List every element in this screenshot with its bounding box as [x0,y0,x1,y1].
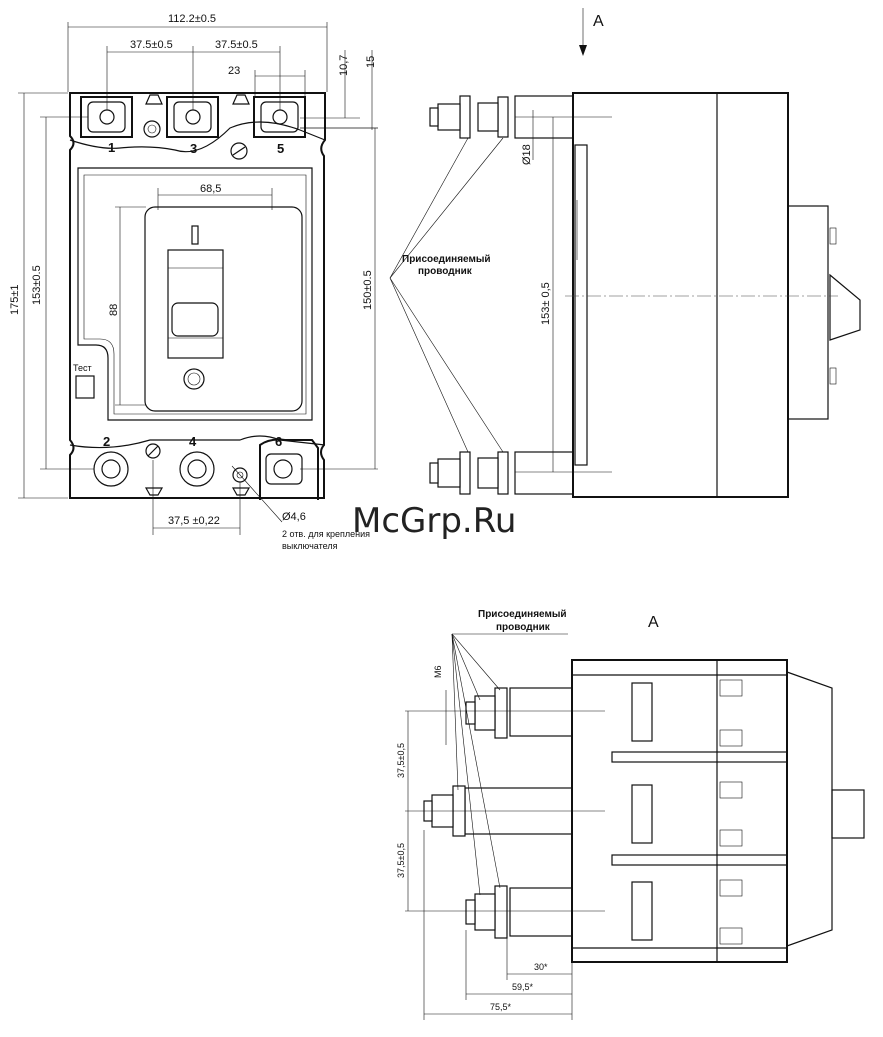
dim-15: 15 [365,56,377,68]
top-view-label: A [648,614,659,631]
top-handle-base [787,672,832,946]
dim-total-width: 112.2±0.5 [168,13,216,25]
dim-height-153: 153±0.5 [31,265,43,305]
dim-30: 30* [534,962,548,972]
dim-window-width: 68,5 [200,183,221,195]
terminal-5: 5 [277,141,284,156]
reset-button [184,369,204,389]
top-conductor-label-1: Присоединяемый [478,609,567,620]
dim-23: 23 [228,65,240,77]
top-handle [832,790,864,838]
dim-window-height: 88 [108,304,120,316]
side-view: A Присоединяемый проводник [390,8,860,497]
dim-top-pitch-1: 37,5±0,5 [396,743,406,778]
top-conductor-label-2: проводник [496,622,551,633]
terminal-6: 6 [275,434,282,449]
dim-height-150: 150±0.5 [362,270,374,310]
dim-59-5: 59,5* [512,982,534,992]
dim-pole-pitch-2: 37.5±0.5 [215,39,258,51]
dim-10-7: 10,7 [338,55,350,76]
top-view: A Присоединяемый проводник [396,609,864,1020]
dim-side-height-153: 153± 0,5 [540,282,552,325]
test-button [76,376,94,398]
dim-diam-18: Ø18 [521,144,533,165]
side-body [573,93,788,497]
bottom-terminals [94,440,318,500]
hole-note-line-2: выключателя [282,541,338,551]
side-conductor-label-2: проводник [418,266,473,277]
terminal-4: 4 [189,434,197,449]
cover-inner-outline [84,175,306,414]
dim-75-5: 75,5* [490,1002,512,1012]
terminal-3: 3 [190,141,197,156]
test-label: Тест [73,363,92,373]
dim-top-pitch-2: 37,5±0,5 [396,843,406,878]
dim-m6: М6 [433,665,443,678]
dim-total-height: 175±1 [9,284,21,315]
terminal-1: 1 [108,140,115,155]
handle-lever [172,303,218,336]
dim-pole-pitch-1: 37.5±0.5 [130,39,173,51]
dim-mount-pitch: 37,5 ±0,22 [168,515,220,527]
side-handle-lever [830,275,860,340]
terminal-2: 2 [103,434,110,449]
side-handle-base [788,206,828,419]
side-conductor-label-1: Присоединяемый [402,254,491,265]
watermark: McGrp.Ru [352,501,516,541]
indicator-slot [192,226,198,244]
dim-hole-diam: Ø4,6 [282,511,306,523]
side-view-label: A [593,13,604,30]
front-view: Тест [9,13,378,551]
cover-outline [78,168,312,420]
